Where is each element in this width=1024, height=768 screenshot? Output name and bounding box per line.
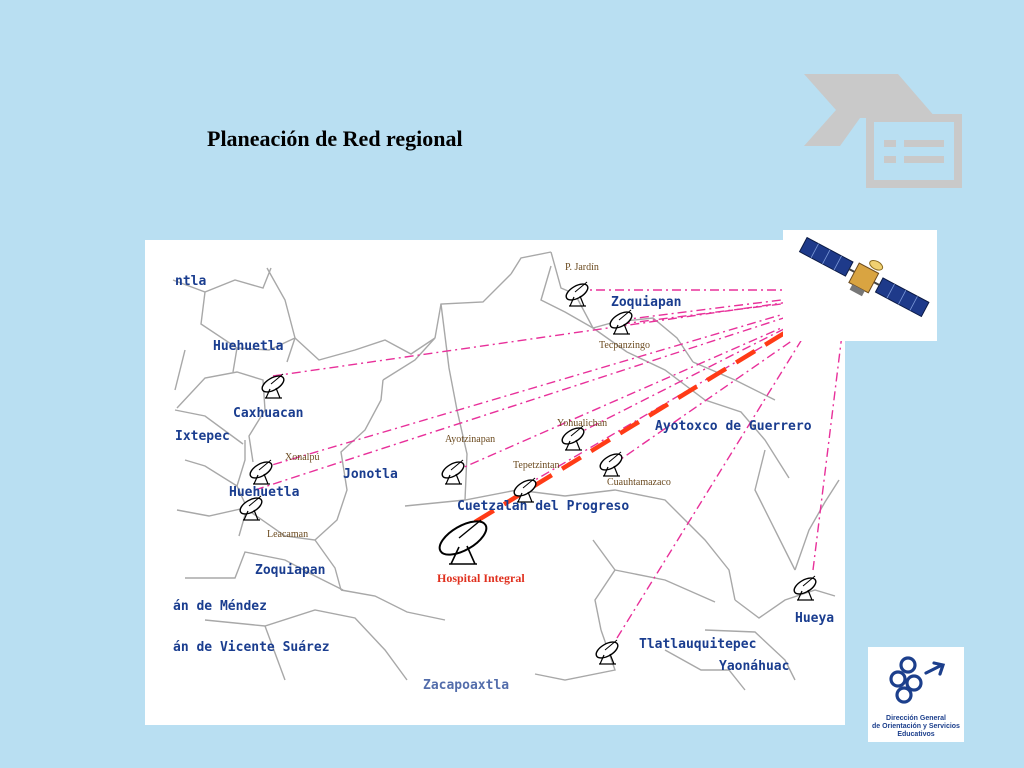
regional-map: ntla Huehuetla Caxhuacan Ixtepec Huehuet… <box>145 240 847 725</box>
site-label: Tecpanzingo <box>599 340 650 351</box>
logo-line-3: Educativos <box>897 731 935 738</box>
town-label: Huehuetla <box>229 485 300 500</box>
satellite-dish-icon <box>513 477 537 503</box>
satellite-dish-icon <box>561 425 585 451</box>
site-label: Cuauhtamazaco <box>607 477 671 488</box>
town-label: án de Vicente Suárez <box>173 640 330 655</box>
satellite-dish-icon <box>441 459 465 485</box>
town-label: Huehuetla <box>213 339 284 354</box>
town-label: Zacapoaxtla <box>423 678 509 693</box>
site-labels: P. Jardín Tecpanzingo Yohualichan Ayotzi… <box>267 262 671 585</box>
town-label: Tlatlauquitepec <box>639 637 756 652</box>
hospital-dish-icon <box>438 519 488 565</box>
town-label: Caxhuacan <box>233 406 303 421</box>
town-labels: ntla Huehuetla Caxhuacan Ixtepec Huehuet… <box>173 274 834 693</box>
town-label: án de Méndez <box>173 599 267 614</box>
town-label: Jonotla <box>343 467 398 482</box>
satellite-panel <box>783 230 937 341</box>
town-label: Yaonáhuac <box>719 659 789 674</box>
site-label: Leacaman <box>267 529 308 540</box>
map-canvas: ntla Huehuetla Caxhuacan Ixtepec Huehuet… <box>172 251 847 693</box>
logo-line-1: Dirección General <box>886 715 946 722</box>
organization-logo: Dirección General de Orientación y Servi… <box>868 647 964 742</box>
hospital-label: Hospital Integral <box>437 571 525 585</box>
logo-line-2: de Orientación y Servicios <box>872 723 960 730</box>
site-label: Tepetzintan <box>513 460 560 471</box>
satellite-dish-icon <box>261 373 285 399</box>
town-label: Hueya <box>795 611 834 626</box>
satellite-dish-icon <box>599 451 623 477</box>
satellite-dish-icon <box>249 459 273 485</box>
town-label: Cuetzalan del Progreso <box>457 499 629 514</box>
satellite-dish-icon <box>239 495 263 521</box>
organization-logo-icon <box>889 656 946 704</box>
town-label: Zoquiapan <box>611 295 681 310</box>
site-label: Xonalpú <box>285 452 319 463</box>
town-label: Ixtepec <box>175 429 230 444</box>
site-label: P. Jardín <box>565 262 599 273</box>
satellite-dishes <box>239 281 817 665</box>
satellite-icon <box>798 236 930 318</box>
slide-decoration-icon <box>804 74 962 188</box>
site-label: Ayotzinapan <box>445 434 495 445</box>
satellite-dish-icon <box>565 281 589 307</box>
town-label: ntla <box>175 274 206 289</box>
site-label: Yohualichan <box>557 418 607 429</box>
satellite-dish-icon <box>793 575 817 601</box>
slide-title: Planeación de Red regional <box>207 126 463 151</box>
satellite-dish-icon <box>595 639 619 665</box>
municipal-boundaries <box>172 251 840 691</box>
town-label: Ayotoxco de Guerrero <box>655 419 812 434</box>
satellite-dish-icon <box>609 309 633 335</box>
town-label: Zoquiapan <box>255 563 325 578</box>
